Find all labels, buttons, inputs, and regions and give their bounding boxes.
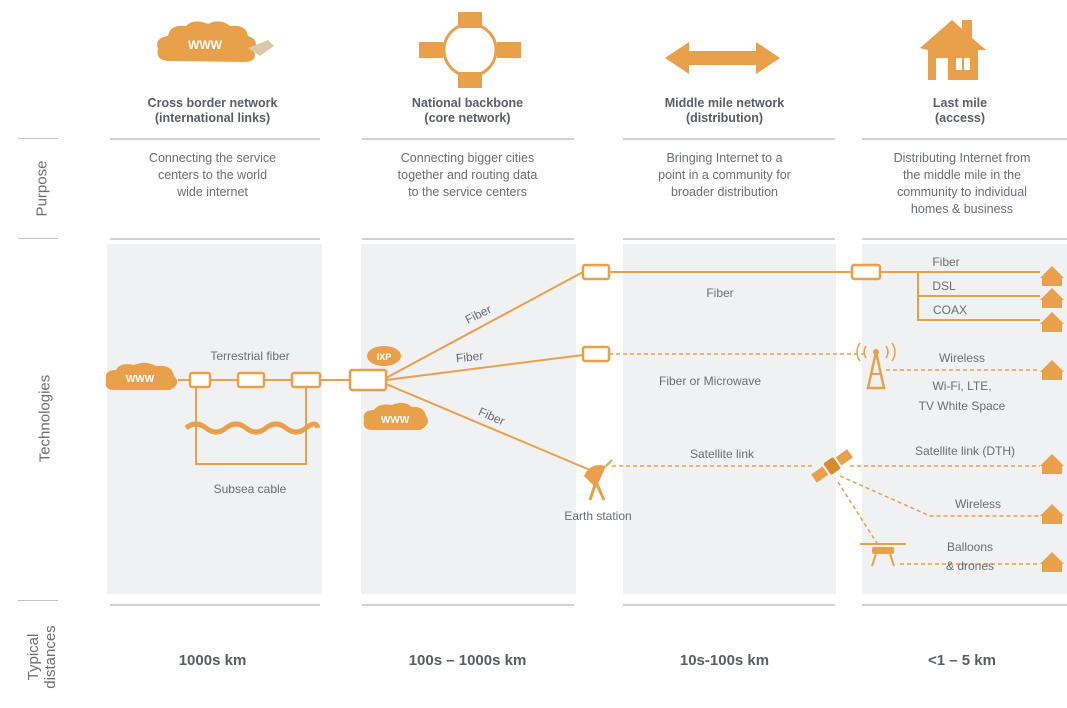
double-arrow-icon [665, 42, 780, 74]
label-subsea-cable: Subsea cable [214, 482, 287, 496]
column-rule [110, 138, 320, 140]
purpose-line: homes & business [910, 202, 1014, 216]
distance-national-backbone: 100s – 1000s km [408, 652, 527, 669]
distance-middle-mile: 10s-100s km [679, 652, 770, 669]
label-terrestrial-fiber: Terrestrial fiber [210, 349, 289, 363]
column-header-national-backbone: National backbone (core network) [355, 96, 580, 126]
www-label: WWW [381, 415, 410, 426]
column-subtitle: (access) [934, 111, 986, 125]
column-rule [862, 138, 1067, 140]
purpose-middle-mile: Bringing Internet to a point in a commun… [612, 150, 837, 201]
house-icon [920, 20, 986, 80]
purpose-line: point in a community for [658, 168, 791, 182]
panel-middle-mile [623, 244, 836, 594]
home-icon [1040, 360, 1064, 380]
label-fiber-or-microwave: Fiber or Microwave [659, 374, 761, 388]
column-rule [362, 138, 574, 140]
label-satellite-link: Satellite link [690, 447, 755, 461]
label-lm-drones: & drones [946, 559, 994, 573]
column-rule [623, 238, 835, 240]
column-rule [110, 238, 320, 240]
home-icon [1040, 266, 1064, 286]
column-title: Cross border network [147, 96, 278, 110]
www-cloud-icon: WWW [363, 402, 428, 430]
column-rule [362, 604, 574, 606]
column-subtitle: (distribution) [685, 111, 764, 125]
label-fiber: Fiber [706, 286, 733, 300]
earth-station-icon [584, 459, 613, 501]
column-title: Last mile [932, 96, 988, 110]
label-lm-satellite: Satellite link (DTH) [915, 444, 1015, 458]
purpose-last-mile: Distributing Internet from the middle mi… [857, 150, 1067, 218]
column-subtitle: (core network) [424, 111, 511, 125]
purpose-line: Connecting the service [148, 151, 277, 165]
label-lm-coax: COAX [933, 303, 967, 317]
subsea-cable-line [184, 421, 321, 435]
purpose-line: to the service centers [408, 185, 527, 199]
cloud-www-icon: WWW [157, 21, 274, 62]
column-rule [862, 238, 1067, 240]
purpose-cross-border: Connecting the service centers to the wo… [100, 150, 325, 201]
network-node [236, 371, 266, 389]
www-cloud-icon: WWW [105, 362, 178, 390]
distance-last-mile: <1 – 5 km [928, 652, 996, 669]
network-node [850, 263, 882, 281]
network-node [188, 371, 212, 389]
row-divider [18, 238, 58, 239]
column-header-cross-border: Cross border network (international link… [100, 96, 325, 126]
home-icon [1040, 454, 1064, 474]
column-header-last-mile: Last mile (access) [855, 96, 1065, 126]
purpose-line: the middle mile in the [902, 168, 1022, 182]
label-lm-wifi: Wi-Fi, LTE, [932, 379, 991, 393]
network-node [581, 263, 611, 281]
purpose-line: community to individual [897, 185, 1027, 199]
column-rule [110, 604, 320, 606]
home-icon [1040, 288, 1064, 308]
column-title: Middle mile network [664, 96, 785, 110]
purpose-line: Connecting bigger cities [400, 151, 535, 165]
row-divider [18, 600, 58, 601]
purpose-line: Bringing Internet to a [666, 151, 783, 165]
row-divider [18, 138, 58, 139]
ixp-cloud-icon: IXP [367, 346, 401, 366]
home-icon [1040, 504, 1064, 524]
ring-network-icon [419, 12, 521, 88]
distance-cross-border: 1000s km [178, 652, 247, 669]
panel-cross-border [107, 244, 322, 594]
purpose-line: broader distribution [670, 185, 778, 199]
column-rule [623, 138, 835, 140]
purpose-line: centers to the world [157, 168, 268, 182]
www-label: WWW [126, 374, 155, 385]
satellite-icon [811, 449, 853, 483]
panel-last-mile [862, 244, 1067, 594]
label-lm-dsl: DSL [932, 279, 956, 293]
wireless-tower-icon [856, 342, 896, 390]
label-lm-wireless: Wireless [939, 351, 985, 365]
purpose-line: together and routing data [397, 168, 538, 182]
cloud-www-label: WWW [188, 38, 223, 52]
column-title: National backbone [411, 96, 524, 110]
label-lm-balloons: Balloons [947, 540, 993, 554]
home-icon [1040, 552, 1064, 572]
label-fiber-middle: Fiber [455, 349, 484, 366]
network-node [581, 345, 611, 363]
purpose-line: wide internet [177, 185, 248, 199]
label-lm-tvws: TV White Space [919, 399, 1006, 413]
column-rule [362, 238, 574, 240]
column-subtitle: (international links) [154, 111, 271, 125]
ixp-label: IXP [377, 352, 392, 362]
network-node [348, 368, 388, 392]
network-node [290, 371, 322, 389]
column-rule [623, 604, 835, 606]
drone-icon [860, 543, 906, 567]
column-rule [862, 604, 1067, 606]
purpose-national-backbone: Connecting bigger cities together and ro… [355, 150, 580, 201]
label-lm-wireless2: Wireless [955, 497, 1001, 511]
column-header-middle-mile: Middle mile network (distribution) [612, 96, 837, 126]
purpose-line: Distributing Internet from [893, 151, 1031, 165]
label-earth-station: Earth station [564, 509, 631, 523]
label-lm-fiber: Fiber [932, 255, 959, 269]
home-icon [1040, 312, 1064, 332]
